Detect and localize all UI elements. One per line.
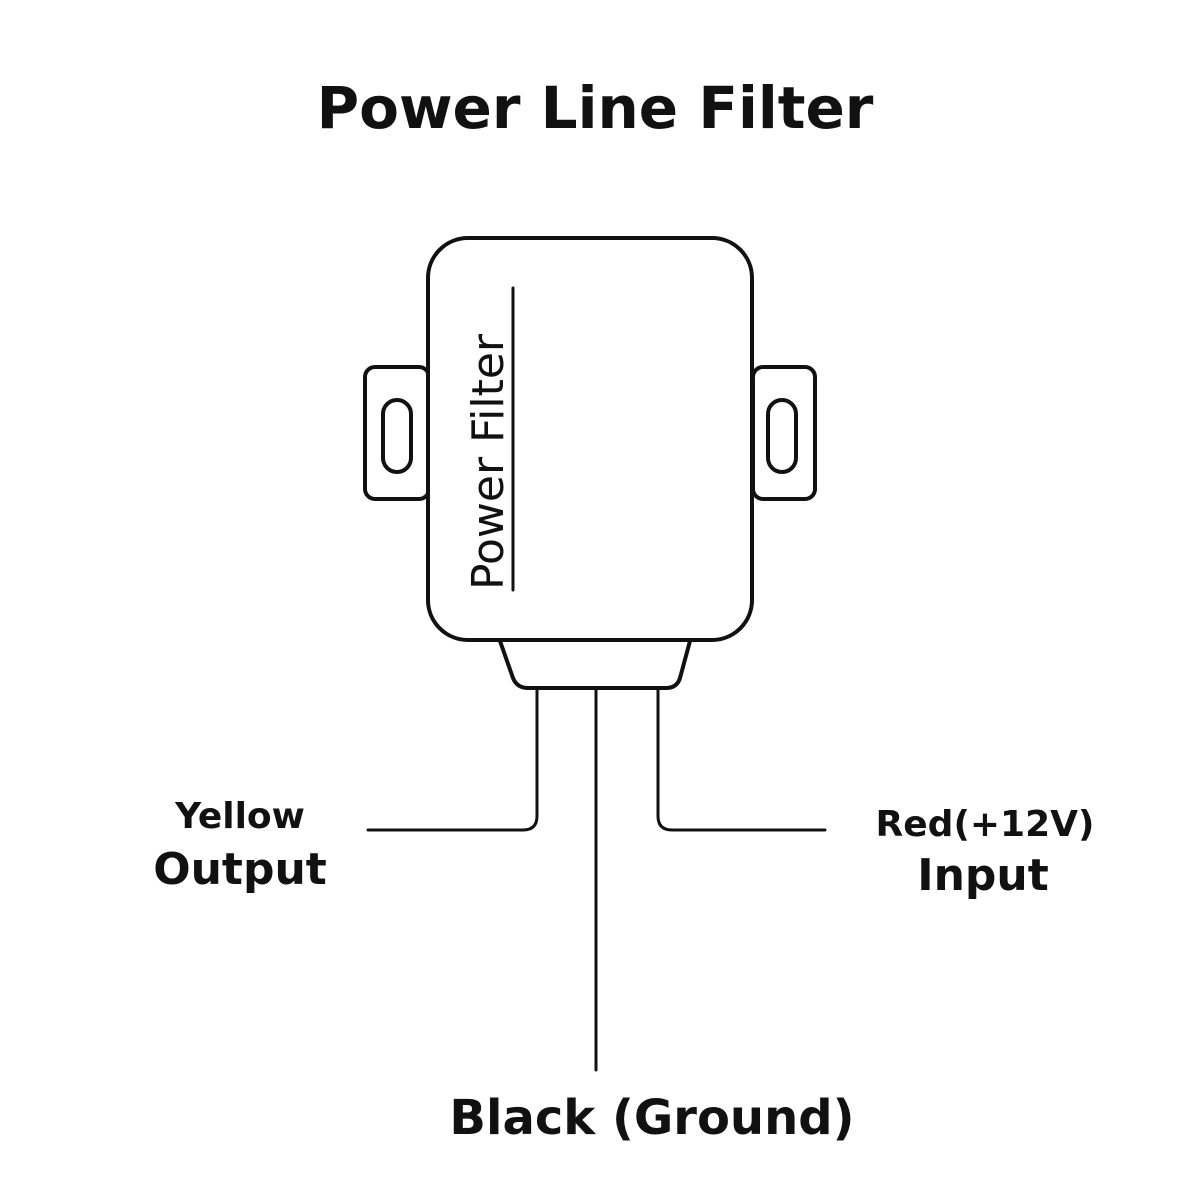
output-wire-color-label: Yellow [174, 796, 305, 837]
left-mounting-tab [363, 365, 431, 501]
right-mounting-slot [766, 398, 798, 474]
output-wire-function-label: Output [153, 844, 327, 895]
input-wire-function-label: Input [917, 850, 1049, 901]
filter-body [426, 236, 754, 642]
ground-wire-label: Black (Ground) [449, 1090, 854, 1146]
device-label-group: Power Filter [463, 286, 515, 592]
input-wire-color-label: Red(+12V) [876, 804, 1095, 845]
left-mounting-slot [381, 398, 413, 474]
cable-boot [498, 639, 692, 690]
right-mounting-tab [751, 365, 817, 501]
yellow-output-wire [366, 688, 539, 832]
diagram-title: Power Line Filter [317, 74, 874, 142]
device-label: Power Filter [463, 333, 514, 590]
red-input-wire [656, 688, 827, 832]
